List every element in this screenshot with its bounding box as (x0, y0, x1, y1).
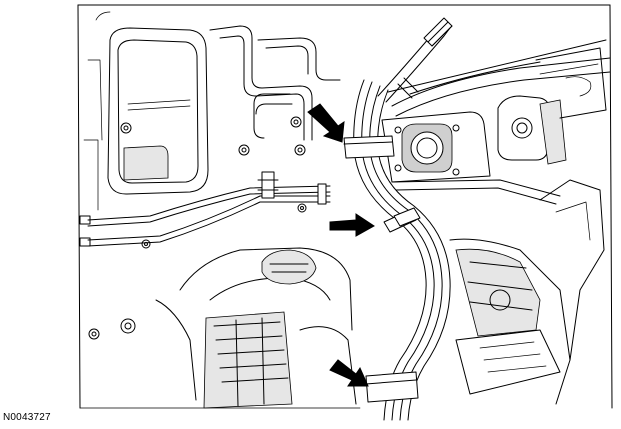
brake-line-clips (343, 135, 421, 403)
panel-fasteners (79, 116, 307, 340)
callout-arrow-upper (307, 103, 345, 143)
figure-id-label: N0043727 (3, 412, 51, 423)
callout-arrow-middle (329, 213, 375, 237)
upper-brake-hose (377, 17, 611, 117)
lower-component-area (155, 179, 605, 409)
callout-arrow-lower (329, 359, 369, 387)
panel-ribs (83, 11, 341, 211)
callout-arrows (307, 103, 375, 387)
mount-bracket (381, 111, 561, 205)
body-panel-outline (77, 4, 613, 409)
panel-opening-upper (107, 27, 209, 195)
lower-brake-lines (87, 171, 331, 247)
upper-right-bracket (497, 47, 607, 165)
